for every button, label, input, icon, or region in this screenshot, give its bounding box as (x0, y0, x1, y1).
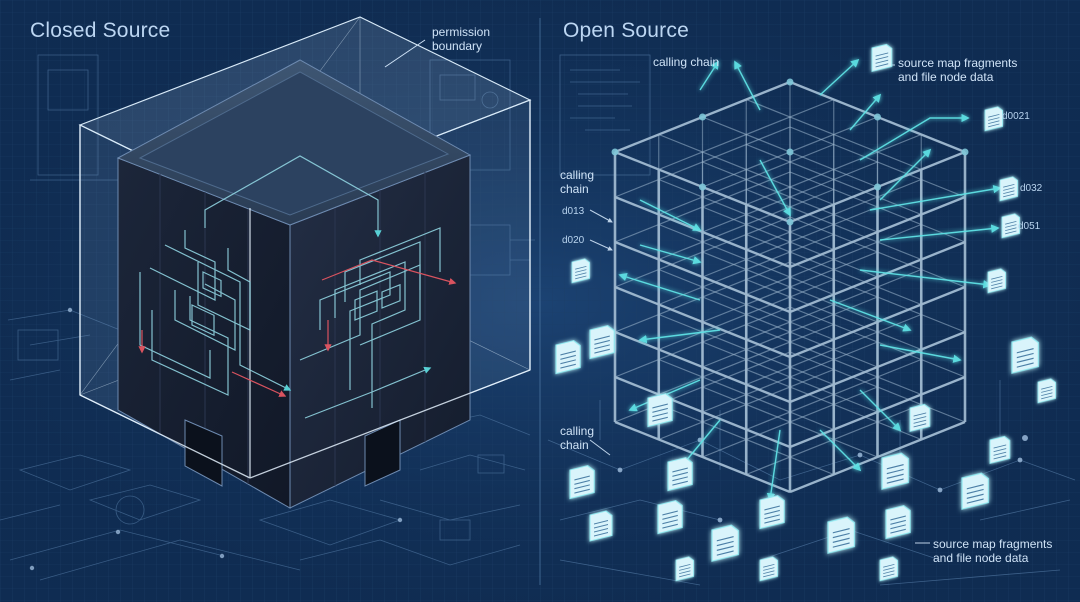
permission-boundary-label: permission boundary (432, 25, 490, 53)
document-icon (760, 556, 778, 581)
document-icon (1012, 335, 1038, 373)
document-icon (648, 392, 672, 427)
document-icon (882, 451, 908, 489)
node-id-d0021: d0021 (1002, 111, 1030, 123)
document-icon (880, 556, 898, 581)
calling-chain-label-left: calling chain (560, 168, 594, 196)
scaffold-node (612, 149, 619, 156)
document-icon (872, 43, 892, 71)
closed-source-title: Closed Source (30, 19, 170, 43)
document-icon (760, 494, 784, 529)
source-map-label-bottom: source map fragments and file node data (933, 537, 1052, 565)
document-icon (910, 403, 930, 431)
document-icon (590, 510, 612, 541)
document-icon (886, 504, 910, 539)
scaffold-node (699, 114, 706, 121)
document-icon (988, 268, 1006, 293)
calling-chain-label-top: calling chain (653, 55, 719, 69)
calling-chain-label-bottom: calling chain (560, 424, 594, 452)
document-icon (828, 515, 854, 553)
document-icon (712, 523, 738, 561)
document-icon (990, 435, 1010, 463)
scaffold-node (787, 79, 794, 86)
node-id-d013: d013 (562, 206, 584, 218)
scaffold-node (874, 114, 881, 121)
scaffold-node (787, 149, 794, 156)
source-map-label-top: source map fragments and file node data (898, 56, 1017, 84)
document-icon (556, 339, 580, 374)
document-icon (1038, 378, 1056, 403)
document-icon (1000, 176, 1018, 201)
node-id-d020: d020 (562, 235, 584, 247)
scaffold-node (787, 219, 794, 226)
document-icon (1002, 213, 1020, 238)
node-id-d051: d051 (1018, 221, 1040, 233)
scaffold-node (962, 149, 969, 156)
document-icon (985, 106, 1003, 131)
document-icon (590, 324, 614, 359)
open-source-title: Open Source (563, 19, 689, 43)
document-icon (570, 464, 594, 499)
document-icon (962, 471, 988, 509)
document-icon (676, 556, 694, 581)
node-id-d032: d032 (1020, 183, 1042, 195)
scaffold-node (874, 184, 881, 191)
scaffold-node (699, 184, 706, 191)
document-icon (668, 456, 692, 491)
document-icon (572, 258, 590, 283)
document-icon (658, 499, 682, 534)
